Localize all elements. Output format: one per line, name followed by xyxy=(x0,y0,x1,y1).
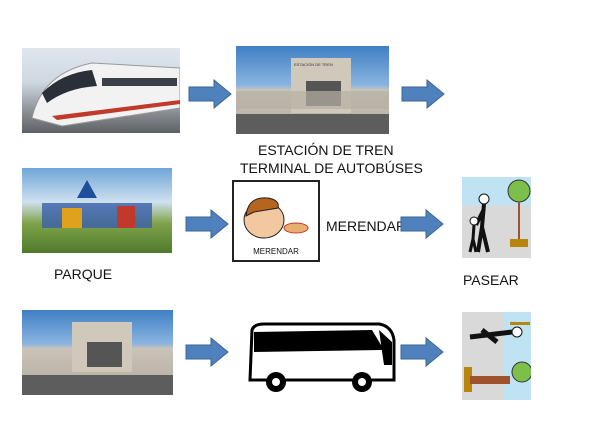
station-sign: ESTACIÓN DE TREN xyxy=(294,62,333,67)
station-photo: ESTACIÓN DE TREN xyxy=(236,46,389,134)
walk-caption: PASEAR xyxy=(463,272,519,288)
arrow-right-icon xyxy=(185,209,229,239)
merendar-card-label: MERENDAR xyxy=(253,247,299,256)
bus-icon xyxy=(248,322,396,392)
train-photo xyxy=(22,48,180,133)
station-caption-line1: ESTACIÓN DE TREN xyxy=(258,142,394,158)
boy-eating-icon xyxy=(243,197,309,239)
snack-caption: MERENDAR xyxy=(326,218,407,234)
arrow-right-icon xyxy=(400,337,444,367)
merendar-pictogram-card: MERENDAR xyxy=(232,180,320,262)
arrow-right-icon xyxy=(185,337,229,367)
park-caption: PARQUE xyxy=(54,266,113,282)
fall-pictogram xyxy=(462,312,531,400)
station-caption-line2: TERMINAL DE AUTOBÚSES xyxy=(240,160,423,176)
arrow-right-icon xyxy=(400,209,444,239)
station-photo-2 xyxy=(22,310,173,395)
arrow-right-icon xyxy=(188,79,232,109)
park-photo xyxy=(22,168,172,253)
walk-pictogram xyxy=(462,177,531,258)
arrow-right-icon xyxy=(401,79,445,109)
